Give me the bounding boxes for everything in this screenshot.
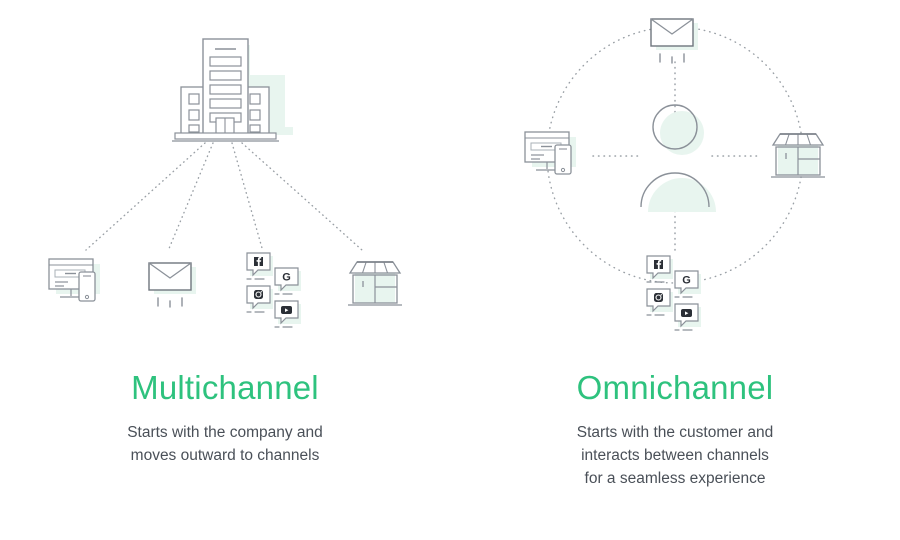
facebook-bubble-icon — [246, 252, 273, 280]
omnichannel-illustration: G — [450, 0, 900, 360]
social-media-icons: G — [246, 252, 301, 328]
omnichannel-panel: G — [450, 0, 900, 540]
svg-text:G: G — [282, 272, 291, 284]
multichannel-subtitle-line-2: moves outward to channels — [130, 446, 320, 464]
social-media-icons: G — [646, 255, 701, 331]
omnichannel-subtitle-line-3: for a seamless experience — [584, 469, 766, 487]
customer-person-icon — [640, 104, 716, 212]
omnichannel-subtitle: Starts with the customer and interacts b… — [450, 422, 900, 491]
youtube-bubble-icon — [274, 300, 301, 328]
email-envelope-icon — [148, 262, 196, 308]
instagram-bubble-icon — [246, 285, 273, 313]
retail-store-icon — [348, 261, 402, 306]
omnichannel-subtitle-line-1: Starts with the customer and — [576, 424, 774, 441]
facebook-bubble-icon — [646, 255, 673, 283]
desktop-mobile-icon — [524, 131, 576, 175]
email-envelope-icon — [650, 18, 698, 64]
youtube-bubble-icon — [674, 303, 701, 331]
multichannel-subtitle-line-1: Starts with the company and — [127, 424, 323, 441]
desktop-mobile-icon — [48, 258, 100, 302]
omnichannel-connectors — [592, 61, 759, 253]
office-building-icon — [172, 38, 293, 142]
omnichannel-subtitle-line-2: interacts between channels — [581, 446, 769, 464]
svg-text:G: G — [682, 275, 691, 287]
google-bubble-icon: G — [274, 267, 301, 295]
retail-store-icon — [771, 133, 825, 178]
multichannel-illustration: G — [0, 0, 450, 360]
omnichannel-title: Omnichannel — [576, 369, 774, 406]
multichannel-title: Multichannel — [131, 369, 319, 406]
multichannel-subtitle: Starts with the company and moves outwar… — [0, 422, 450, 468]
multichannel-connectors — [85, 142, 363, 252]
multichannel-panel: G — [0, 0, 450, 468]
google-bubble-icon: G — [674, 270, 701, 298]
instagram-bubble-icon — [646, 288, 673, 316]
